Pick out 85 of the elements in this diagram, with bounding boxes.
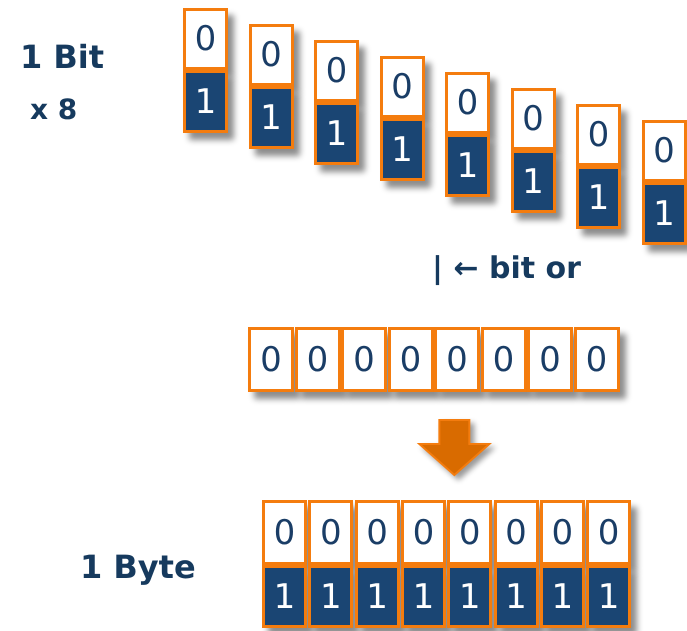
bit-zero-box <box>308 500 354 565</box>
bit-zero-box <box>183 8 228 70</box>
bit-zero-box <box>510 88 556 150</box>
bit-one-box <box>308 565 354 628</box>
bit-value: 1 <box>522 164 544 198</box>
bit-value: 1 <box>320 580 342 614</box>
bit-one-box <box>314 102 359 165</box>
bit-zero-box <box>380 56 424 118</box>
bit-value: 1 <box>588 180 610 214</box>
bit-one-box <box>540 565 585 628</box>
bit-value: 0 <box>539 342 561 376</box>
bit-zero-box <box>642 120 686 182</box>
bit-one-box <box>445 134 490 197</box>
bit-value: 1 <box>260 100 282 134</box>
block-arrow <box>416 419 492 476</box>
bit-value: 0 <box>492 342 514 376</box>
bit-zero-box <box>480 327 526 392</box>
bit-value: 0 <box>260 38 282 72</box>
bit-value: 1 <box>366 580 388 614</box>
bit-zero-box <box>341 327 387 392</box>
bit-value: 0 <box>260 342 282 376</box>
bit-value: 0 <box>306 342 328 376</box>
bit-value: 1 <box>412 580 434 614</box>
bit-one-box <box>248 86 294 149</box>
bit-zero-box <box>388 327 434 392</box>
bit-zero-box <box>294 327 340 392</box>
bit-value: 0 <box>353 342 375 376</box>
bit-value: 1 <box>326 116 348 150</box>
bit-value: 0 <box>505 516 527 550</box>
bit-value: 0 <box>551 516 574 550</box>
bit-value: 0 <box>274 516 296 550</box>
bit-zero-box <box>540 500 585 565</box>
bit-value: 0 <box>400 342 422 376</box>
bit-zero-box <box>574 327 620 392</box>
bit-value: 0 <box>412 516 434 550</box>
bit-zero-box <box>354 500 400 565</box>
bit-value: 0 <box>586 342 608 376</box>
bit-zero-box <box>248 24 294 86</box>
bit-zero-box <box>248 327 294 392</box>
bit-value: 0 <box>366 516 388 550</box>
bit-zero-box <box>400 500 446 565</box>
bit-one-box <box>510 150 556 213</box>
bit-value: 0 <box>522 102 544 136</box>
bit-value: 0 <box>194 22 216 56</box>
bit-zero-box <box>434 327 480 392</box>
bit-value: 1 <box>458 580 480 614</box>
bit-value: 1 <box>505 580 527 614</box>
bit-zero-box <box>527 327 573 392</box>
bit-one-box <box>447 565 492 628</box>
bit-one-box <box>494 565 538 628</box>
bit-one-box <box>262 565 307 628</box>
bit-value: 0 <box>588 118 610 152</box>
bit-value: 1 <box>194 84 216 118</box>
bit-zero-box <box>494 500 538 565</box>
bit-zero-box <box>314 40 359 102</box>
bit-value: 1 <box>653 196 675 230</box>
bit-value: 1 <box>274 580 296 614</box>
bit-value: 1 <box>598 580 620 614</box>
bit-value: 1 <box>551 580 574 614</box>
bit-zero-box <box>576 104 621 166</box>
bit-one-box <box>642 182 686 245</box>
bit-value: 0 <box>320 516 342 550</box>
bit-value: 1 <box>456 148 478 182</box>
bit-zero-box <box>262 500 307 565</box>
text-label: | ← bit or <box>432 252 581 285</box>
text-label: 1 Byte <box>80 550 196 586</box>
bit-one-box <box>380 118 424 181</box>
bit-value: 0 <box>456 86 478 120</box>
text-label: x 8 <box>30 95 78 126</box>
bit-zero-box <box>447 500 492 565</box>
bit-value: 0 <box>598 516 620 550</box>
bit-value: 0 <box>458 516 480 550</box>
bit-value: 1 <box>391 132 413 166</box>
text-label: 1 Bit <box>20 40 104 76</box>
bit-zero-box <box>445 72 490 134</box>
bit-value: 0 <box>653 134 675 168</box>
bit-value: 0 <box>391 70 413 104</box>
bit-one-box <box>400 565 446 628</box>
bit-one-box <box>576 166 621 229</box>
bit-one-box <box>354 565 400 628</box>
bit-one-box <box>586 565 632 628</box>
bit-one-box <box>183 70 228 133</box>
bit-value: 0 <box>446 342 468 376</box>
bit-zero-box <box>586 500 632 565</box>
bit-value: 0 <box>326 54 348 88</box>
